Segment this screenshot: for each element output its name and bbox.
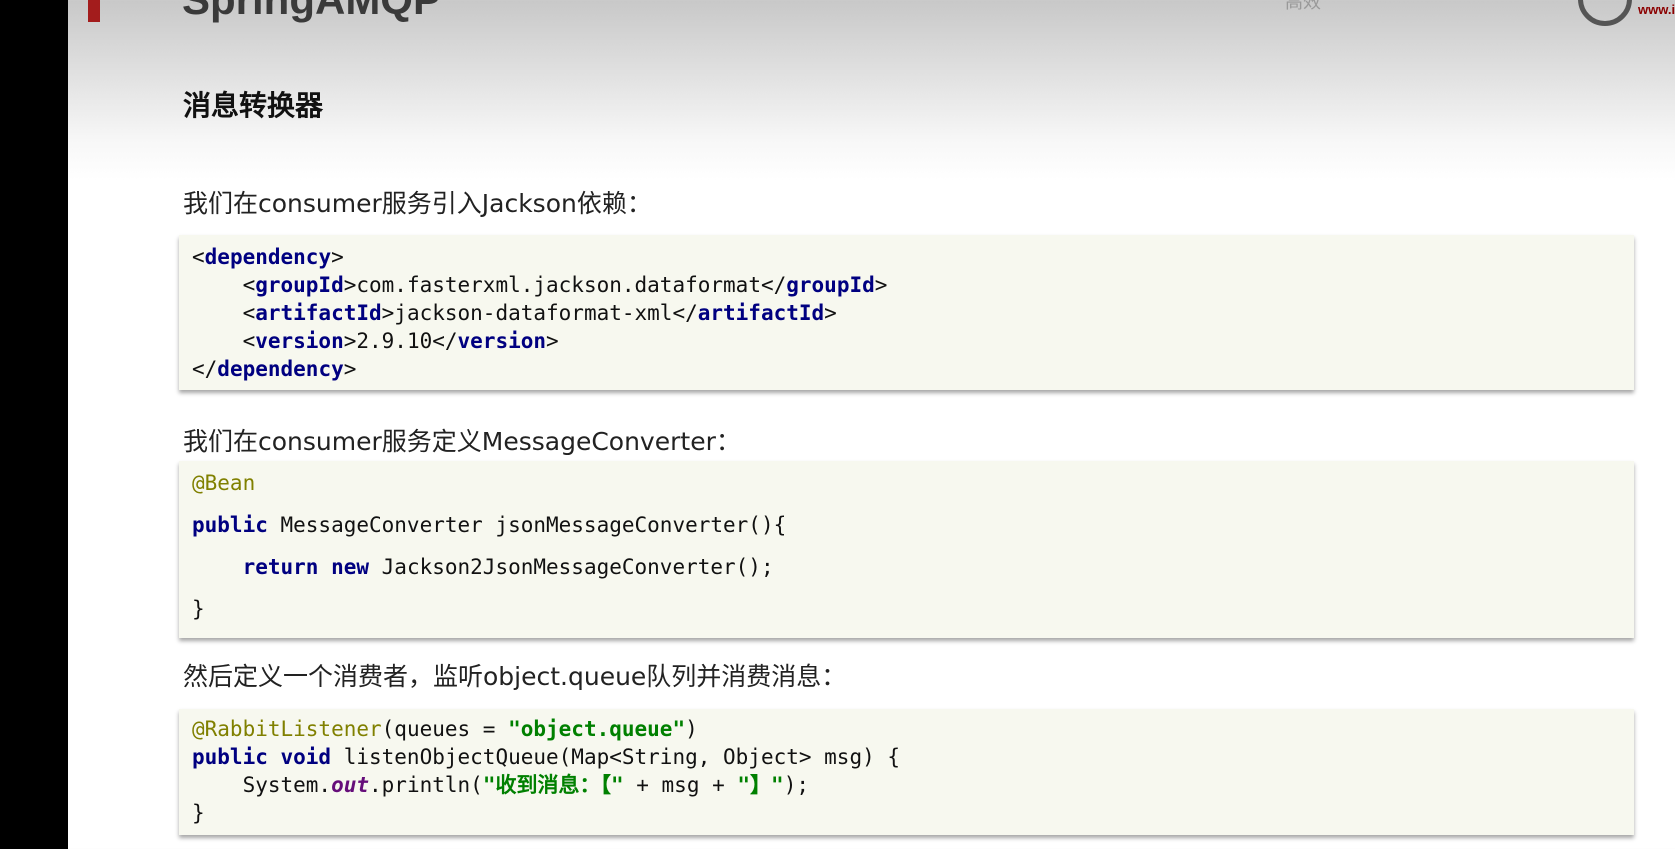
code-line: } [192,588,1621,630]
xml-tag-name: groupId [255,273,344,297]
code-line: <artifactId>jackson-dataformat-xml</arti… [192,299,1621,327]
code-text: } [192,801,205,825]
static-field: out [331,773,370,797]
string-literal: "object.queue" [508,717,686,741]
xml-tag-name: dependency [204,245,332,269]
code-text: </ [192,357,218,381]
annotation: @Bean [192,471,256,495]
code-line: <dependency> [192,243,1621,271]
code-text: listenObjectQueue(Map<String, Object> ms… [331,745,901,769]
paragraph-dependency: 我们在consumer服务引入Jackson依赖： [183,189,652,218]
paragraph-consumer: 然后定义一个消费者，监听object.queue队列并消费消息： [183,662,847,691]
code-text: < [192,245,205,269]
code-block-dependency: <dependency> <groupId>com.fasterxml.jack… [179,235,1634,390]
code-text: < [192,273,256,297]
code-line: @RabbitListener(queues = "object.queue") [192,715,1621,743]
code-text: (queues = [381,717,509,741]
code-line: } [192,799,1621,827]
code-block-consumer: @RabbitListener(queues = "object.queue")… [179,709,1634,835]
slide-title: SpringAMQP [182,0,441,24]
title-accent-bar [88,0,100,22]
logo-icon [1578,0,1632,26]
code-text: System. [192,773,332,797]
code-line: @Bean [192,462,1621,504]
xml-tag-name: artifactId [697,301,825,325]
code-line: public void listenObjectQueue(Map<String… [192,743,1621,771]
code-line: <groupId>com.fasterxml.jackson.dataforma… [192,271,1621,299]
logo-text: www.it [1638,2,1675,17]
string-literal: "】" [737,773,784,797]
code-text: .println( [369,773,483,797]
code-text: > [874,273,888,297]
code-block-converter: @Bean public MessageConverter jsonMessage… [179,461,1634,638]
keyword: public [192,513,268,537]
code-text: >com.fasterxml.jackson.dataformat</ [343,273,787,297]
xml-tag-name: version [255,329,344,353]
xml-tag-name: version [457,329,547,353]
code-text: ); [783,773,809,797]
code-text: > [546,329,559,353]
xml-tag-name: groupId [786,273,875,297]
code-text: < [192,301,256,325]
section-title: 消息转换器 [183,89,324,122]
keyword: return new [242,555,370,579]
code-line: <version>2.9.10</version> [192,327,1621,355]
xml-tag-name: artifactId [255,301,382,325]
xml-tag-name: dependency [217,357,344,381]
code-text: Jackson2JsonMessageConverter(); [369,555,774,579]
left-black-bar [0,0,68,849]
code-text: } [192,597,205,621]
paragraph-converter: 我们在consumer服务定义MessageConverter： [183,427,741,456]
code-text: >jackson-dataformat-xml</ [381,301,698,325]
code-text: + msg + [623,773,738,797]
code-line: System.out.println("收到消息：【" + msg + "】")… [192,771,1621,799]
watermark: 高效 [1285,0,1321,13]
code-text: > [343,357,357,381]
code-text: > [331,245,344,269]
code-line: return new Jackson2JsonMessageConverter(… [192,546,1621,588]
keyword: public void [192,745,332,769]
annotation: @RabbitListener [192,717,382,741]
code-text: >2.9.10</ [343,329,458,353]
code-line: public MessageConverter jsonMessageConve… [192,504,1621,546]
code-text: ) [685,717,698,741]
code-text: MessageConverter jsonMessageConverter(){ [267,513,787,537]
string-literal: "收到消息：【" [482,773,624,797]
code-line: </dependency> [192,355,1621,383]
code-text: > [824,301,837,325]
indent [192,555,243,579]
code-text: < [192,329,256,353]
